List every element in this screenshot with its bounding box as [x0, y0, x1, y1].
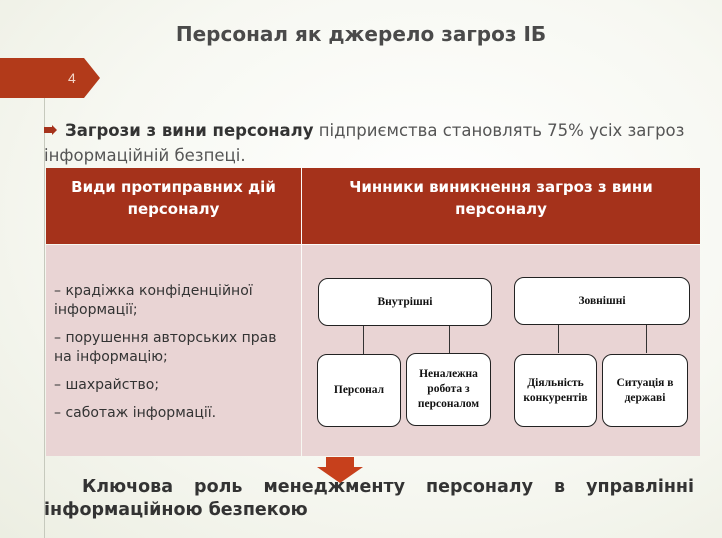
improper-work-box: Неналежна робота з персоналом — [406, 353, 491, 426]
divider-line — [44, 98, 45, 538]
connector-line — [646, 325, 647, 353]
list-item: – крадіжка конфіденційної інформації; — [54, 283, 253, 318]
connector-line — [558, 325, 559, 353]
slide-number-banner — [0, 58, 100, 98]
list-item: – порушення авторських прав на інформаці… — [54, 330, 277, 365]
internal-box: Внутрішні — [318, 278, 492, 326]
actions-list: – крадіжка конфіденційної інформації; – … — [54, 282, 294, 432]
list-item: – шахрайство; — [54, 377, 160, 393]
arrow-bullet-icon — [44, 125, 57, 135]
personnel-box: Персонал — [317, 354, 401, 427]
conclusion-text: Ключова роль менеджменту персоналу в упр… — [44, 476, 694, 522]
bullet-rest-text: підприємства становлять 75% усіх загроз … — [44, 121, 685, 165]
table-header-actions: Види протиправних дій персоналу — [46, 168, 301, 244]
slide-number: 4 — [68, 70, 76, 86]
connector-line — [363, 326, 364, 354]
competitors-box: Діяльність конкурентів — [514, 354, 597, 427]
bullet-strong-text: Загрози з вини персоналу — [65, 121, 314, 140]
arrow-down-icon — [317, 457, 363, 483]
table-header-factors: Чинники виникнення загроз з вини персона… — [302, 168, 700, 244]
external-box: Зовнішні — [514, 277, 690, 325]
table-cell-actions — [46, 245, 301, 456]
state-situation-box: Ситуація в державі — [602, 354, 688, 427]
conclusion-label: Ключова роль менеджменту персоналу в упр… — [44, 477, 694, 520]
bullet-paragraph: Загрози з вини персоналу підприємства ст… — [44, 118, 694, 168]
slide-title: Персонал як джерело загроз ІБ — [175, 22, 547, 46]
connector-line — [449, 326, 450, 354]
list-item: – саботаж інформації. — [54, 405, 217, 421]
